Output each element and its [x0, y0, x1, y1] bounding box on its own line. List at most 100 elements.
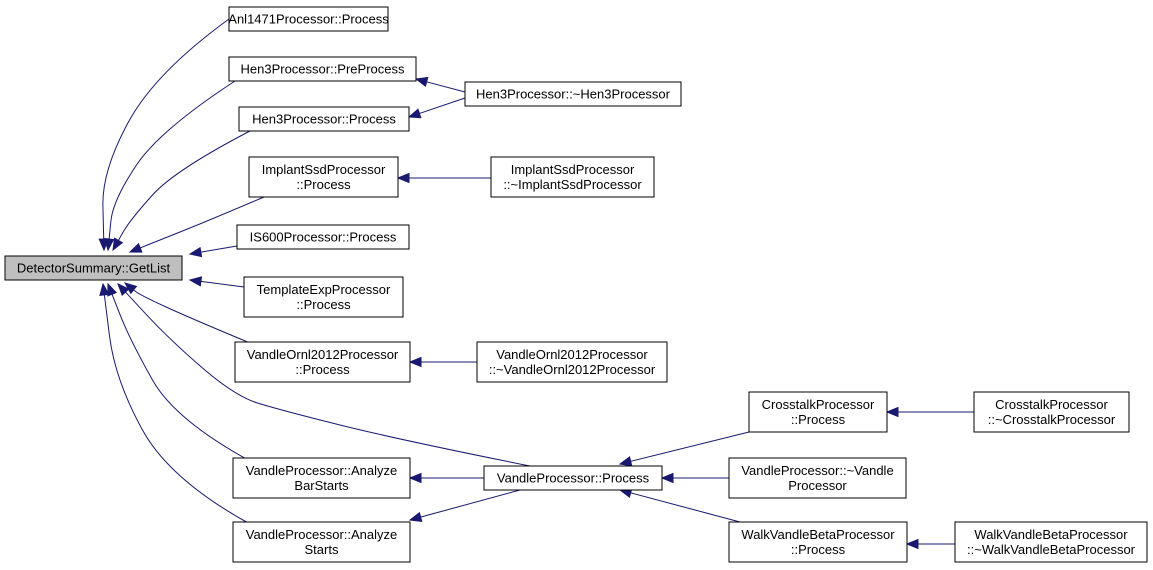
- node-box[interactable]: [248, 156, 399, 198]
- node-label: CrosstalkProcessor: [762, 397, 875, 412]
- node-box[interactable]: [236, 224, 410, 250]
- edge-line: [416, 97, 466, 115]
- node-box[interactable]: [728, 521, 908, 563]
- arrowhead-icon: [408, 356, 422, 368]
- node-box[interactable]: [728, 457, 907, 499]
- node-label: VandleProcessor::Process: [497, 471, 650, 486]
- edge-line: [197, 245, 238, 254]
- node-label: ::Process: [296, 177, 351, 192]
- edge-xdtor-to-xproc: [885, 406, 974, 418]
- arrowhead-icon: [885, 406, 899, 418]
- node-box[interactable]: [483, 465, 663, 491]
- node-anl[interactable]: Anl1471Processor::Process: [228, 6, 389, 32]
- edge-line: [102, 18, 230, 243]
- node-label: ::Process: [791, 412, 846, 427]
- arrowhead-icon: [905, 538, 919, 550]
- node-box[interactable]: [232, 457, 411, 499]
- edge-wproc-to-vproc: [618, 487, 741, 523]
- node-label: Hen3Processor::Process: [252, 112, 396, 127]
- node-box[interactable]: [232, 521, 411, 563]
- edge-hen3proc-to-root: [112, 130, 251, 252]
- node-label: CrosstalkProcessor: [995, 397, 1108, 412]
- node-box[interactable]: [243, 276, 404, 318]
- node-label: VandleOrnl2012Processor: [496, 347, 648, 362]
- node-box[interactable]: [748, 391, 888, 433]
- node-wproc[interactable]: WalkVandleBetaProcessor::Process: [728, 521, 908, 563]
- node-vproc[interactable]: VandleProcessor::Process: [483, 465, 663, 491]
- edge-line: [137, 196, 265, 250]
- nodes-layer: DetectorSummary::GetList Anl1471Processor…: [4, 6, 1148, 563]
- node-box[interactable]: [234, 341, 411, 383]
- node-label: ::Process: [295, 362, 350, 377]
- node-xdtor[interactable]: CrosstalkProcessor::~CrosstalkProcessor: [973, 391, 1130, 433]
- node-vdtor[interactable]: VandleProcessor::~VandleProcessor: [728, 457, 907, 499]
- edge-impldtor-to-impl: [396, 172, 491, 184]
- arrowhead-icon: [407, 108, 422, 119]
- node-label: DetectorSummary::GetList: [17, 261, 171, 276]
- node-label: ::~WalkVandleBetaProcessor: [967, 542, 1136, 557]
- edge-vas-to-root: [99, 282, 251, 525]
- node-hen3proc[interactable]: Hen3Processor::Process: [238, 106, 410, 132]
- edge-line: [108, 80, 236, 243]
- edge-hen3dtor-to-hen3pre: [414, 76, 466, 93]
- node-vo[interactable]: VandleOrnl2012Processor::Process: [234, 341, 411, 383]
- edge-impl-to-root: [128, 196, 265, 253]
- arrowhead-icon: [396, 172, 410, 184]
- node-impl[interactable]: ImplantSsdProcessor::Process: [248, 156, 399, 198]
- edge-hen3pre-to-root: [103, 80, 236, 252]
- node-label: WalkVandleBetaProcessor: [974, 527, 1128, 542]
- arrowhead-icon: [128, 242, 143, 253]
- edge-vodtor-to-vo: [408, 356, 477, 368]
- arrowhead-icon: [188, 246, 203, 258]
- node-label: Hen3Processor::~Hen3Processor: [476, 87, 671, 102]
- node-label: Starts: [305, 542, 339, 557]
- arrowhead-icon: [103, 238, 115, 252]
- arrowhead-icon: [112, 237, 124, 252]
- edge-line: [197, 280, 245, 288]
- edge-hen3dtor-to-hen3proc: [407, 97, 466, 119]
- edge-line: [116, 130, 251, 244]
- node-label: Anl1471Processor::Process: [228, 12, 389, 27]
- node-xproc[interactable]: CrosstalkProcessor::Process: [748, 391, 888, 433]
- node-label: BarStarts: [294, 478, 349, 493]
- edge-line: [103, 291, 251, 525]
- node-box[interactable]: [973, 391, 1130, 433]
- edge-line: [627, 431, 750, 463]
- arrowhead-icon: [99, 282, 110, 297]
- node-hen3pre[interactable]: Hen3Processor::PreProcess: [228, 56, 417, 82]
- node-box[interactable]: [954, 521, 1148, 563]
- node-label: ImplantSsdProcessor: [511, 162, 635, 177]
- node-label: VandleProcessor::Analyze: [246, 463, 398, 478]
- node-hen3dtor[interactable]: Hen3Processor::~Hen3Processor: [464, 81, 682, 107]
- edge-vproc-to-vabs: [408, 472, 484, 484]
- edge-is600-to-root: [188, 245, 238, 258]
- edge-line: [627, 491, 741, 523]
- node-is600[interactable]: IS600Processor::Process: [236, 224, 410, 250]
- node-wdtor[interactable]: WalkVandleBetaProcessor::~WalkVandleBeta…: [954, 521, 1148, 563]
- node-vodtor[interactable]: VandleOrnl2012Processor::~VandleOrnl2012…: [476, 341, 668, 383]
- node-box[interactable]: [476, 341, 668, 383]
- arrowhead-icon: [188, 276, 203, 287]
- node-box[interactable]: [4, 255, 183, 281]
- node-tmpl[interactable]: TemplateExpProcessor::Process: [243, 276, 404, 318]
- node-box[interactable]: [464, 81, 682, 107]
- node-box[interactable]: [238, 106, 410, 132]
- node-label: Hen3Processor::PreProcess: [240, 62, 405, 77]
- node-root[interactable]: DetectorSummary::GetList: [4, 255, 183, 281]
- node-box[interactable]: [228, 56, 417, 82]
- edge-vabs-to-root: [107, 282, 251, 462]
- node-box[interactable]: [228, 6, 389, 32]
- node-impldtor[interactable]: ImplantSsdProcessor::~ImplantSsdProcesso…: [490, 156, 655, 198]
- node-label: VandleProcessor::~Vandle: [741, 463, 893, 478]
- arrowhead-icon: [408, 472, 422, 484]
- arrowhead-icon: [408, 511, 423, 523]
- node-label: ::Process: [296, 297, 351, 312]
- arrowhead-icon: [117, 283, 130, 296]
- node-label: ::Process: [791, 542, 846, 557]
- node-box[interactable]: [490, 156, 655, 198]
- node-label: ::~VandleOrnl2012Processor: [489, 362, 656, 377]
- edge-line: [423, 80, 466, 93]
